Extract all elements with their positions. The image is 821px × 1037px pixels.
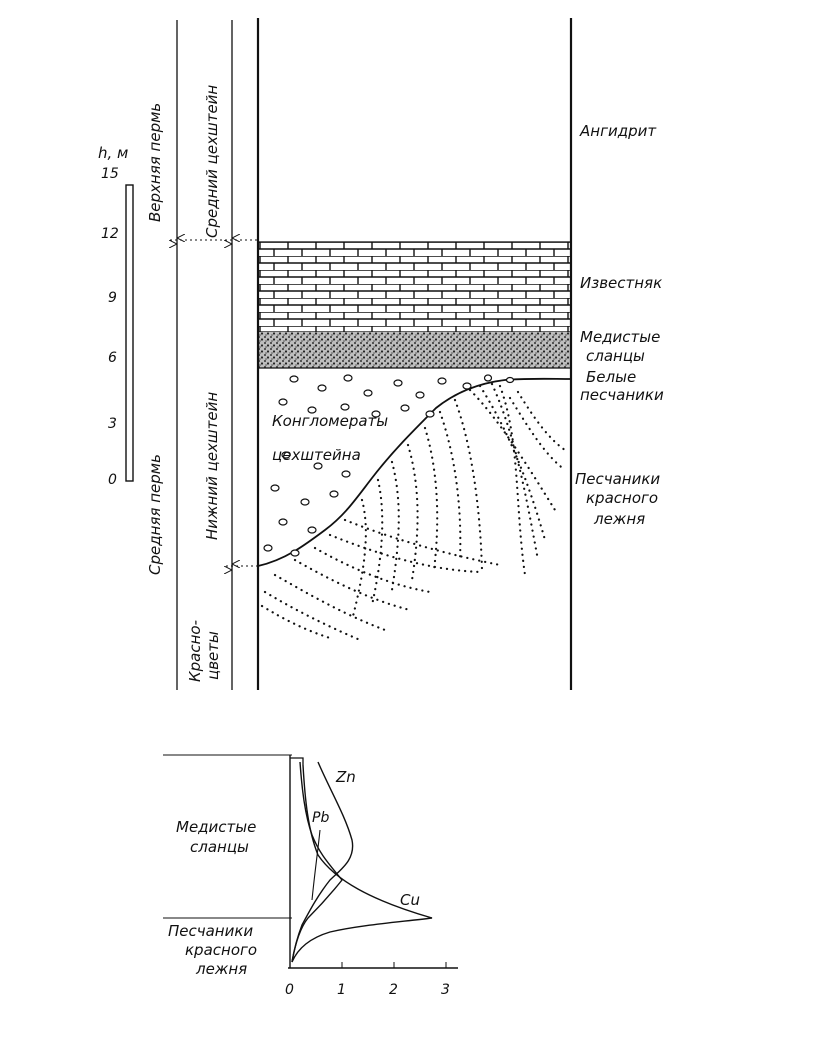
label-red-sandstone-3: лежня	[593, 510, 645, 528]
conglomerate-boundary	[257, 377, 572, 567]
label-anhydrite: Ангидрит	[579, 122, 657, 140]
scale-unit-label: h, м	[98, 144, 128, 162]
profile-label-copper-shale-1: Медистые	[176, 818, 256, 836]
scale-bar	[125, 184, 134, 482]
label-red-beds-1: Красно-	[186, 620, 204, 682]
profile-label-red-sandstone-3: лежня	[195, 960, 247, 978]
curve-label-pb: Pb	[312, 810, 329, 826]
curve-label-zn: Zn	[335, 768, 356, 786]
conglomerate-pebbles	[263, 374, 515, 557]
curve-zn	[291, 761, 354, 963]
profile-label-red-sandstone-1: Песчаники	[168, 922, 253, 940]
label-red-sandstone-2: красного	[586, 489, 658, 507]
label-conglomerate-2: цехштейна	[272, 446, 361, 464]
scale-tick-15: 15	[101, 166, 119, 182]
label-red-beds-2: цветы	[204, 631, 222, 680]
metal-profile: Медистые сланцы Песчаники красного лежня…	[163, 754, 458, 998]
profile-x-tick-3: 3	[441, 982, 450, 998]
scale-tick-0: 0	[108, 472, 117, 488]
cross-bedded-sandstone	[260, 382, 567, 642]
profile-x-tick-0: 0	[285, 982, 294, 998]
layer-labels: Ангидрит Известняк Медистые сланцы Белые…	[575, 122, 664, 528]
label-middle-perm: Средняя пермь	[146, 454, 164, 575]
curve-pb	[291, 761, 343, 963]
profile-x-tick-2: 2	[389, 982, 398, 998]
label-limestone: Известняк	[580, 274, 662, 292]
scale-tick-6: 6	[108, 350, 117, 366]
label-copper-shale-1: Медистые	[580, 328, 660, 346]
limestone-layer	[257, 241, 572, 333]
section-column: Конгломераты цехштейна	[256, 18, 573, 690]
label-red-sandstone-1: Песчаники	[575, 470, 660, 488]
height-scale: h, м 15 12 9 6 3 0	[98, 144, 134, 488]
label-copper-shale-2: сланцы	[586, 347, 645, 365]
copper-shale-layer	[258, 332, 571, 368]
stratigraphy-columns: Верхняя пермь Средний цехштейн Средняя п…	[146, 20, 258, 690]
label-conglomerate-1: Конгломераты	[272, 412, 388, 430]
profile-label-copper-shale-2: сланцы	[190, 838, 249, 856]
label-white-sandstone-1: Белые	[586, 368, 636, 386]
scale-tick-3: 3	[108, 416, 117, 432]
label-lower-zechstein: Нижний цехштейн	[203, 392, 221, 540]
profile-x-tick-1: 1	[337, 982, 346, 998]
scale-tick-9: 9	[108, 290, 117, 306]
label-white-sandstone-2: песчаники	[580, 386, 664, 404]
label-upper-perm: Верхняя пермь	[146, 103, 164, 222]
curve-label-cu: Cu	[400, 891, 420, 909]
label-middle-zechstein: Средний цехштейн	[203, 85, 221, 238]
curve-cu	[291, 764, 433, 963]
scale-tick-12: 12	[101, 226, 119, 242]
profile-label-red-sandstone-2: красного	[185, 941, 257, 959]
